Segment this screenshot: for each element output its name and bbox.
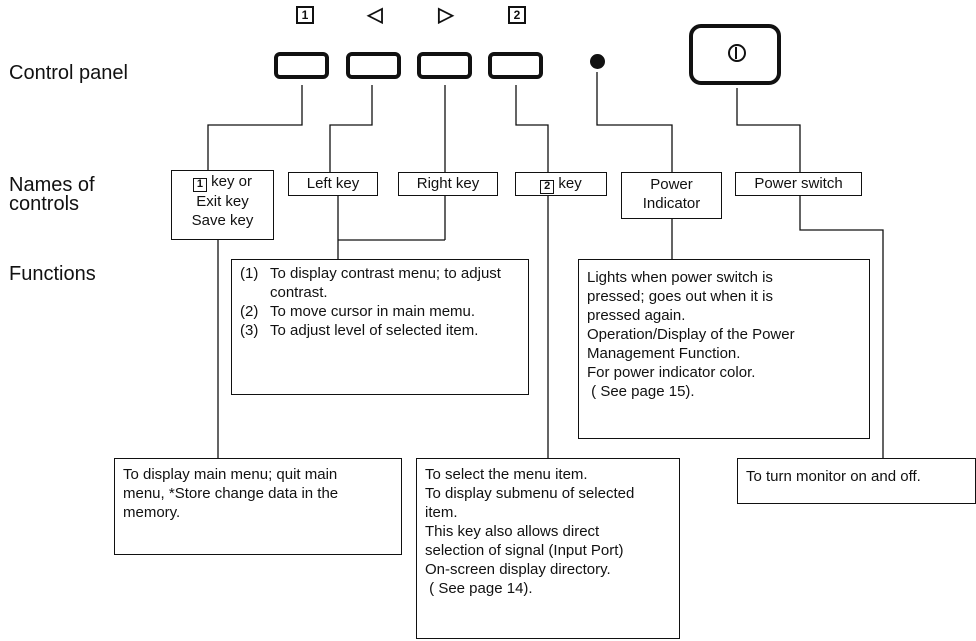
key1-function-line: memory. [123, 504, 181, 521]
key1-function-box: To display main menu; quit main menu, *S… [114, 458, 402, 555]
right-key-button[interactable] [417, 52, 472, 79]
power-switch-function-box: To turn monitor on and off. [737, 458, 976, 504]
functions-label: Functions [9, 263, 96, 285]
key1-symbol: 1 [296, 6, 314, 24]
power-switch-button[interactable] [689, 24, 781, 85]
key2-name: key [558, 175, 582, 192]
key1-button[interactable] [274, 52, 329, 79]
power-switch-name-box: Power switch [735, 172, 862, 196]
power-indicator-name-line1: Power [650, 176, 693, 193]
left-key-name: Left key [306, 175, 360, 192]
key2-function-line: item. [425, 504, 458, 521]
power-indicator-name-line2: Indicator [642, 195, 701, 212]
key1-box-symbol: 1 [192, 178, 207, 192]
key2-button[interactable] [488, 52, 543, 79]
left-arrow-icon: ◁ [367, 4, 383, 26]
key1-name-line2: Exit key [196, 193, 249, 210]
control-panel-label: Control panel [9, 62, 128, 84]
right-key-name: Right key [416, 175, 480, 192]
power-switch-name: Power switch [754, 175, 843, 192]
right-key-name-box: Right key [398, 172, 498, 196]
key2-symbol: 2 [508, 6, 526, 24]
function-item: (3)To adjust level of selected item. [240, 322, 479, 339]
power-indicator-function-line: Lights when power switch is [587, 269, 773, 286]
power-indicator-function-box: Lights when power switch is pressed; goe… [578, 259, 870, 439]
function-item: (1)To display contrast menu; to adjust c… [240, 265, 501, 301]
key1-function-line: To display main menu; quit main [123, 466, 338, 483]
left-right-function-box: (1)To display contrast menu; to adjust c… [231, 259, 529, 395]
left-key-button[interactable] [346, 52, 401, 79]
power-indicator-function-line: Operation/Display of the Power [587, 326, 795, 343]
key2-function-line: On-screen display directory. [425, 561, 611, 578]
power-indicator-function-line: pressed again. [587, 307, 686, 324]
power-switch-function-text: To turn monitor on and off. [746, 468, 921, 485]
key1-name-line1: key or [211, 173, 253, 190]
power-indicator-name-box: Power Indicator [621, 172, 722, 219]
key2-function-line: This key also allows direct [425, 523, 600, 540]
power-indicator-function-line: ( See page 15). [587, 383, 695, 400]
power-indicator-function-line: pressed; goes out when it is [587, 288, 773, 305]
key1-name-line3: Save key [191, 212, 254, 229]
left-key-name-box: Left key [288, 172, 378, 196]
key2-function-line: ( See page 14). [425, 580, 533, 597]
right-arrow-icon: ▷ [438, 4, 454, 26]
key1-function-line: menu, *Store change data in the [123, 485, 339, 502]
key2-box-symbol: 2 [540, 180, 555, 194]
key2-function-line: selection of signal (Input Port) [425, 542, 624, 559]
key2-function-box: To select the menu item. To display subm… [416, 458, 680, 639]
power-switch-icon [728, 44, 746, 62]
names-of-controls-label-line2: controls [9, 193, 80, 215]
power-indicator-function-line: For power indicator color. [587, 364, 756, 381]
key1-name-box: 1 key or Exit key Save key [171, 170, 274, 240]
power-indicator-function-line: Management Function. [587, 345, 741, 362]
key2-function-line: To select the menu item. [425, 466, 588, 483]
function-item: (2)To move cursor in main memu. [240, 303, 476, 320]
key2-name-box: 2 key [515, 172, 607, 196]
power-indicator-light-icon [590, 54, 605, 69]
names-of-controls-label-line1: Names of [9, 174, 95, 196]
key2-function-line: To display submenu of selected [425, 485, 635, 502]
